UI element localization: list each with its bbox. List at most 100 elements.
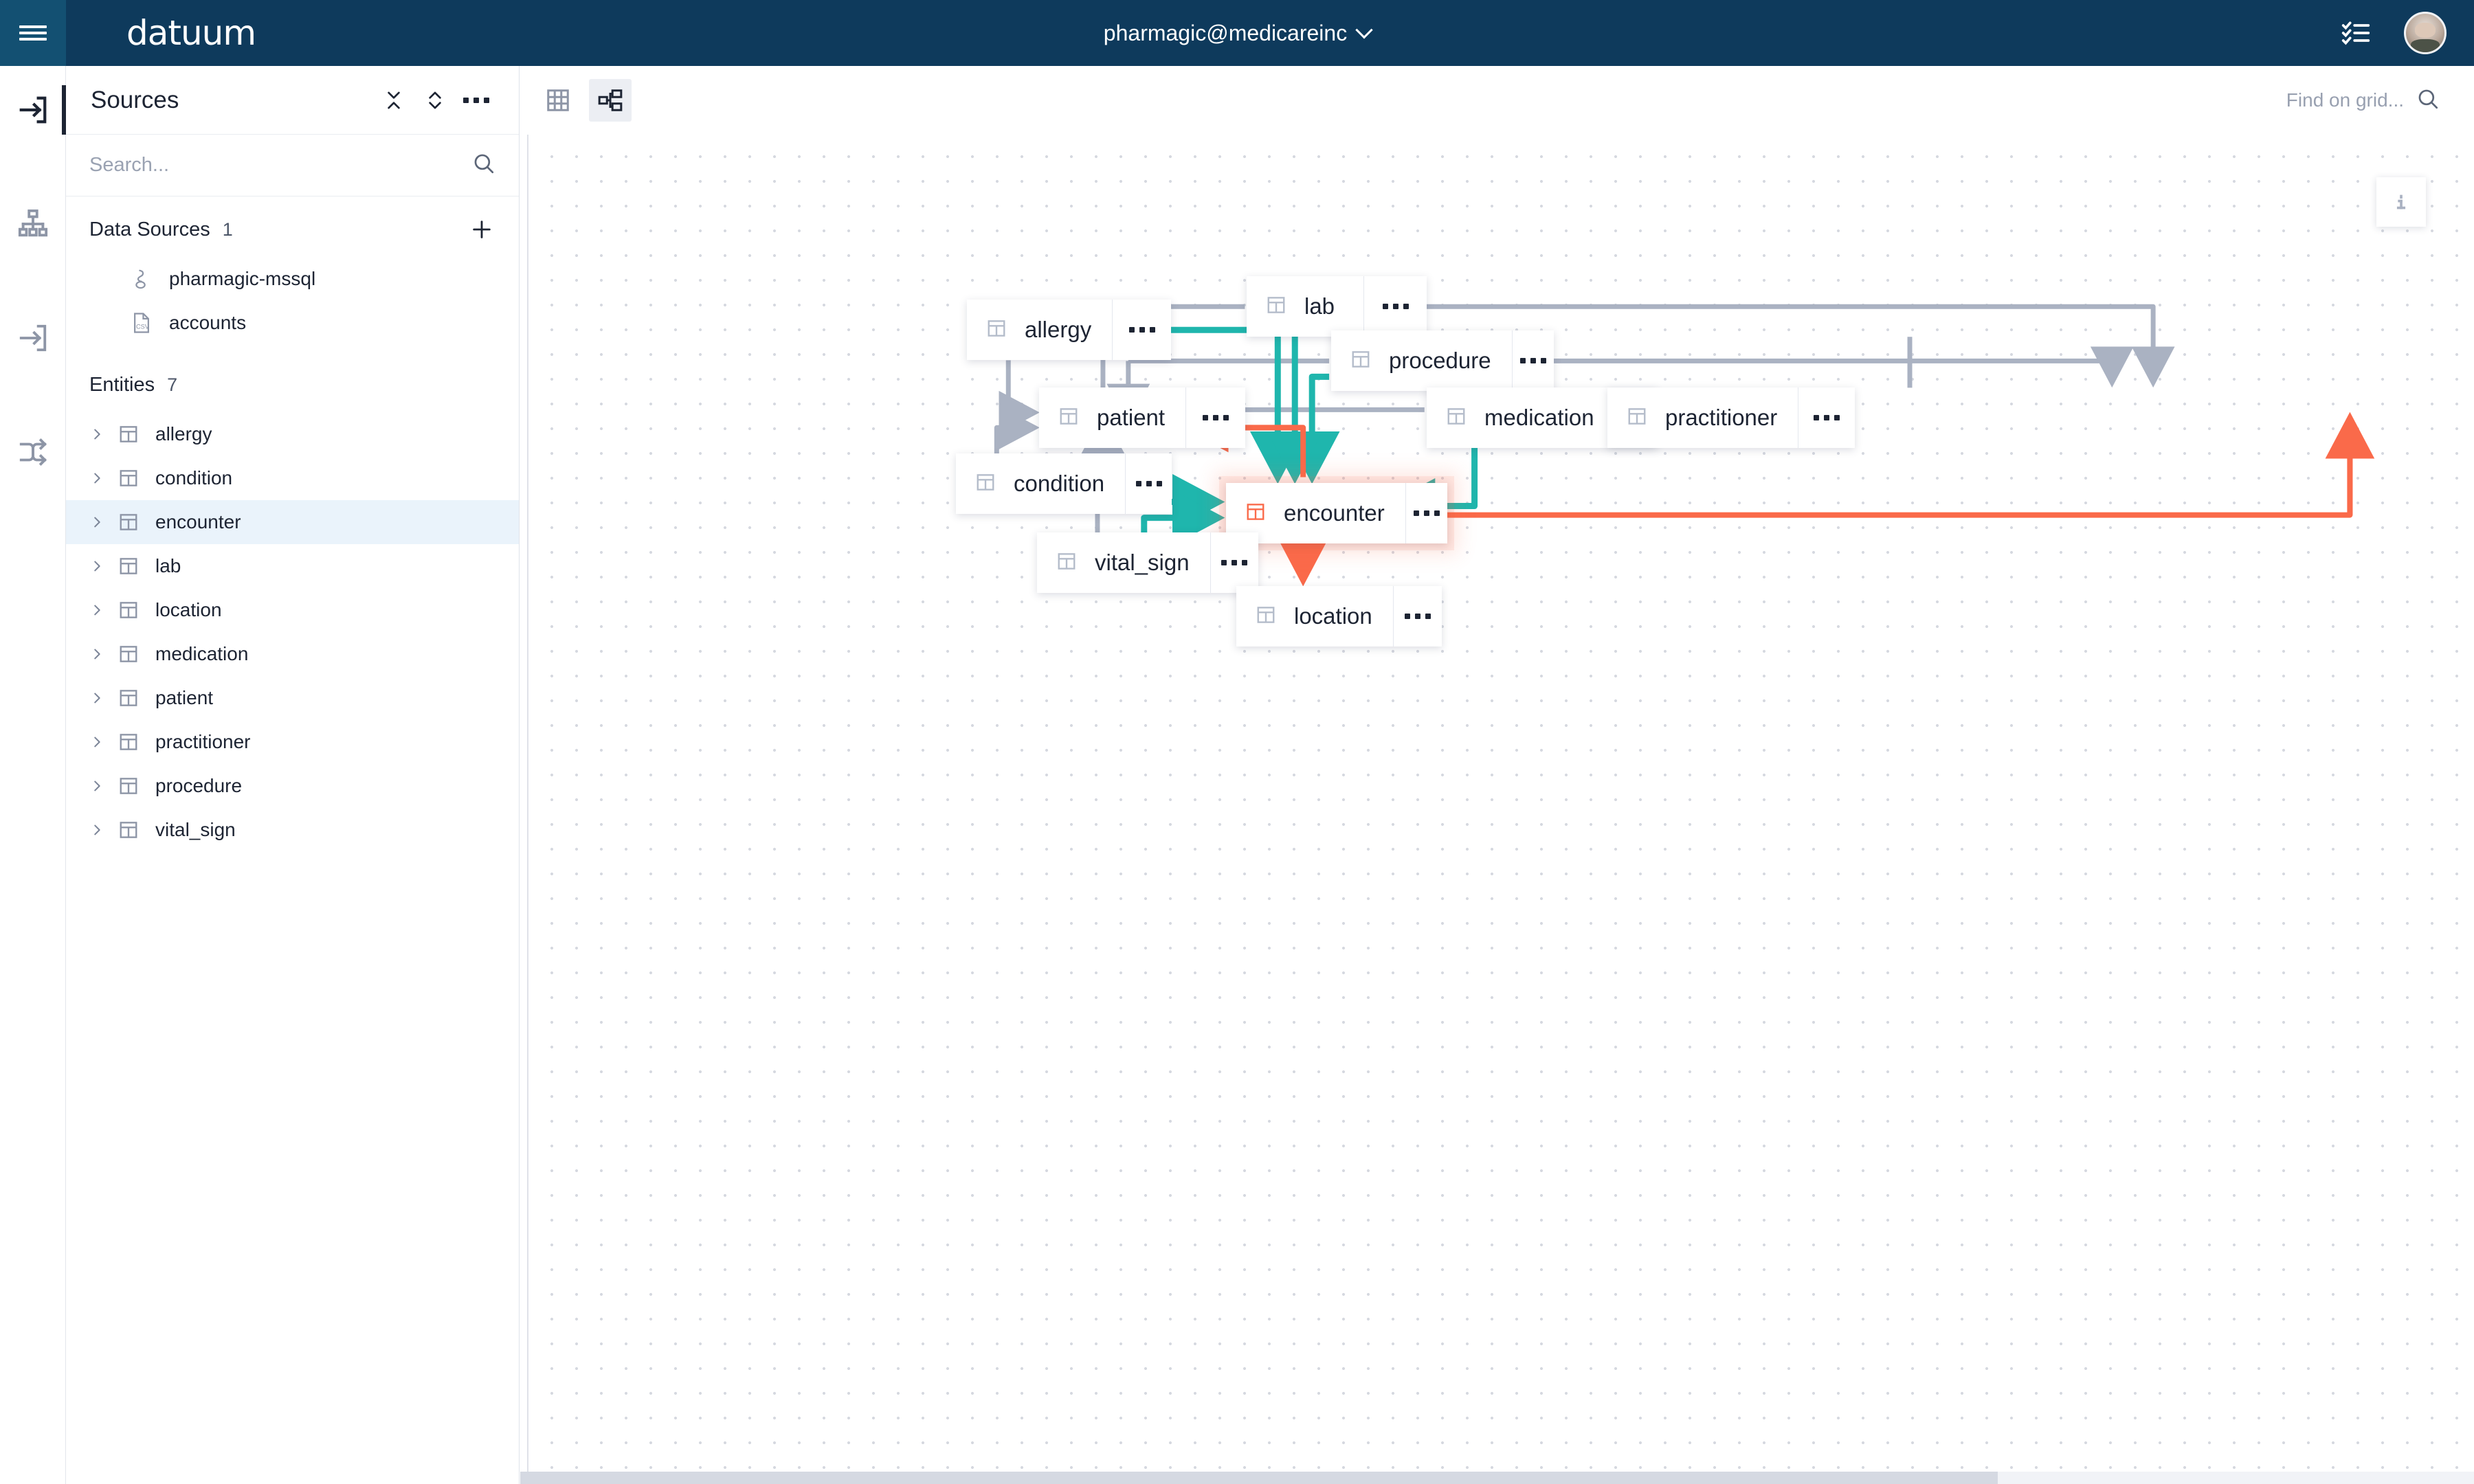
data-sources-title: Data Sources [89,218,210,240]
chevron-right-icon[interactable] [89,559,118,574]
hamburger-icon [19,25,47,28]
node-more-icon[interactable] [1125,453,1172,514]
node-body[interactable]: condition [956,453,1125,514]
node-more-icon[interactable] [1210,532,1258,593]
table-icon [118,688,155,708]
node-body[interactable]: location [1236,586,1393,647]
table-icon [1256,605,1276,629]
entities-count: 7 [167,374,178,395]
chevron-down-icon [1355,21,1373,39]
entity-item-location[interactable]: location [66,588,519,632]
node-body[interactable]: procedure [1331,330,1512,391]
data-source-item-accounts[interactable]: CSV accounts [66,301,519,345]
entity-node-allergy[interactable]: allergy [967,300,1171,360]
node-body[interactable]: allergy [967,300,1112,360]
node-body[interactable]: lab [1247,276,1363,337]
entity-relationship-canvas[interactable]: lab allergy procedure [527,135,2469,1476]
entity-node-location[interactable]: location [1236,586,1442,647]
top-bar: datuum pharmagic@medicareinc [0,0,2474,66]
data-source-label: accounts [169,312,247,333]
plus-icon[interactable] [468,216,495,243]
brand-logo[interactable]: datuum [126,13,256,53]
entity-node-practitioner[interactable]: practitioner [1607,387,1855,448]
node-body[interactable]: patient [1039,387,1185,448]
more-horizontal-icon[interactable] [458,82,494,118]
checklist-icon[interactable] [2341,18,2371,48]
avatar[interactable] [2404,12,2447,54]
chevron-right-icon[interactable] [89,822,118,837]
chevron-right-icon[interactable] [89,603,118,618]
entity-item-lab[interactable]: lab [66,544,519,588]
entity-item-practitioner[interactable]: practitioner [66,720,519,764]
find-on-grid [2177,87,2460,114]
entity-label: vital_sign [155,819,236,840]
nav-item-mapping[interactable] [0,419,66,485]
entity-item-medication[interactable]: medication [66,632,519,676]
data-source-item-pharmagic-mssql[interactable]: pharmagic-mssql [66,257,519,301]
node-label: allergy [1025,317,1092,342]
entity-item-procedure[interactable]: procedure [66,764,519,808]
sidebar-search-row [66,135,519,196]
expand-all-icon[interactable] [417,82,453,118]
horizontal-scrollbar[interactable] [520,1472,2474,1484]
entity-label: allergy [155,423,212,445]
svg-text:CSV: CSV [136,324,150,330]
entity-item-allergy[interactable]: allergy [66,412,519,456]
page-title: Sources [91,86,179,113]
graph-view-toggle[interactable] [589,79,632,122]
entities-list: allergy condition encounter lab location… [66,412,519,852]
scrollbar-thumb[interactable] [520,1472,1998,1484]
table-icon [1350,349,1371,373]
chevron-right-icon[interactable] [89,734,118,750]
canvas-toolbar [520,66,2474,135]
entity-item-condition[interactable]: condition [66,456,519,500]
node-body[interactable]: medication [1427,387,1615,448]
top-bar-right [2341,0,2447,66]
entity-item-encounter[interactable]: encounter [66,500,519,544]
account-switcher[interactable]: pharmagic@medicareinc [1103,20,1373,46]
account-name: pharmagic@medicareinc [1103,20,1348,45]
search-icon[interactable] [2416,87,2440,114]
entity-node-encounter[interactable]: encounter [1226,483,1447,543]
nav-item-import-export[interactable] [0,77,66,143]
entities-section-header: Entities 7 [66,357,519,412]
entity-node-vital_sign[interactable]: vital_sign [1037,532,1258,593]
entity-node-lab[interactable]: lab [1247,276,1427,337]
chevron-right-icon[interactable] [89,515,118,530]
data-sources-count: 1 [222,218,233,240]
info-icon[interactable] [2376,177,2426,227]
grid-view-toggle[interactable] [537,79,579,122]
hamburger-menu-button[interactable] [0,0,66,66]
chevron-right-icon[interactable] [89,690,118,706]
node-more-icon[interactable] [1363,276,1427,337]
collapse-all-icon[interactable] [376,82,412,118]
node-body[interactable]: encounter [1226,483,1405,543]
table-icon [1446,406,1467,430]
node-more-icon[interactable] [1511,330,1554,391]
nav-active-indicator [62,85,66,135]
search-icon[interactable] [472,152,495,179]
entity-item-patient[interactable]: patient [66,676,519,720]
entity-item-vital_sign[interactable]: vital_sign [66,808,519,852]
entity-node-condition[interactable]: condition [956,453,1172,514]
node-more-icon[interactable] [1405,483,1447,543]
node-body[interactable]: practitioner [1607,387,1798,448]
chevron-right-icon[interactable] [89,778,118,794]
chevron-right-icon[interactable] [89,647,118,662]
node-more-icon[interactable] [1185,387,1245,448]
node-more-icon[interactable] [1392,586,1442,647]
nav-item-hierarchy[interactable] [0,191,66,257]
node-more-icon[interactable] [1112,300,1171,360]
entity-label: condition [155,467,233,488]
entities-title: Entities [89,373,155,396]
find-on-grid-input[interactable] [2177,89,2404,111]
entity-node-patient[interactable]: patient [1039,387,1245,448]
chevron-right-icon[interactable] [89,427,118,442]
node-body[interactable]: vital_sign [1037,532,1210,593]
chevron-right-icon[interactable] [89,471,118,486]
node-more-icon[interactable] [1798,387,1855,448]
search-input[interactable] [89,154,472,177]
nav-item-import[interactable] [0,305,66,371]
entity-node-procedure[interactable]: procedure [1331,330,1554,391]
entity-label: procedure [155,775,243,796]
